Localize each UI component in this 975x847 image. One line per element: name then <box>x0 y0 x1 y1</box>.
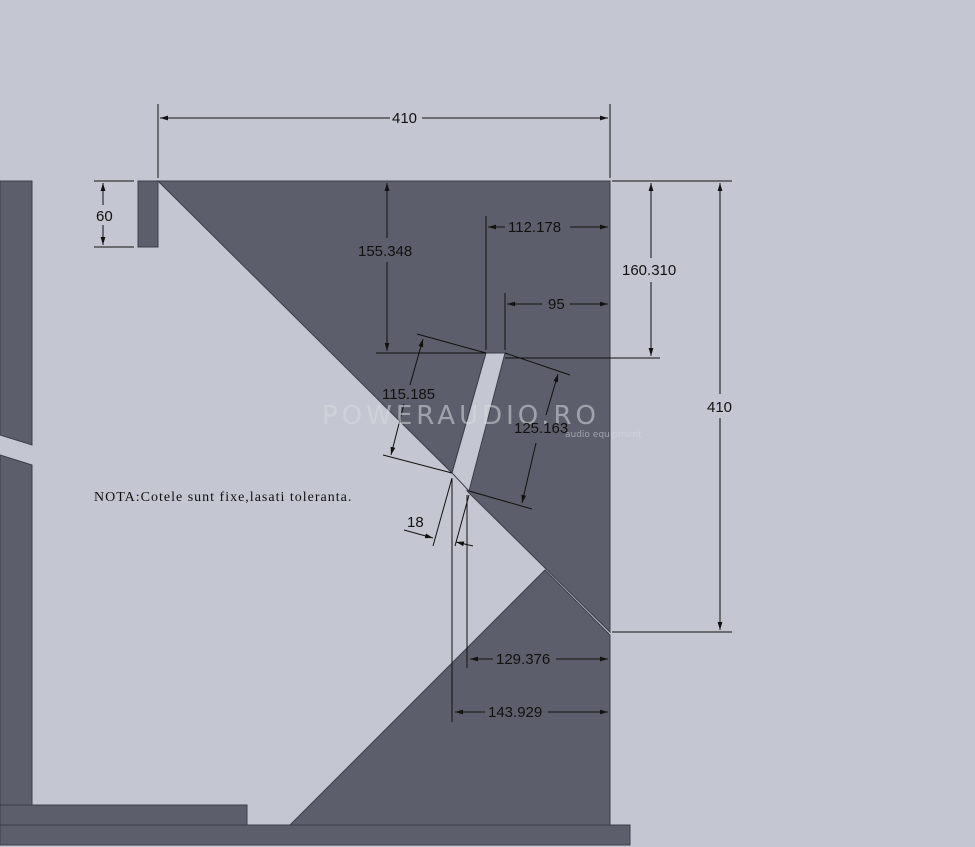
dim-right-height-2: 160.310 <box>622 262 676 279</box>
lower-triangle-part <box>288 569 611 826</box>
dim-tab-height: 60 <box>96 208 113 225</box>
dim-slant-length-right: 125.163 <box>514 420 568 437</box>
left-panel-lower <box>0 454 33 806</box>
dim-slot-offset: 95 <box>548 296 565 313</box>
base-strip-short <box>0 804 248 826</box>
dim-top-width: 410 <box>392 110 417 127</box>
drawing-note: NOTA:Cotele sunt fixe,lasati toleranta. <box>94 490 352 505</box>
dim-right-height: 410 <box>707 399 732 416</box>
part-geometry <box>0 180 631 846</box>
watermark-tagline: audio equipment <box>565 430 642 440</box>
dim-lower-offset-2: 143.929 <box>488 704 542 721</box>
dim-lower-offset-1: 129.376 <box>496 651 550 668</box>
left-panel-upper <box>0 180 33 446</box>
dim-slant-length-left: 115.185 <box>382 386 435 403</box>
dim-vertical-depth: 155.348 <box>358 243 412 260</box>
dimension-lines <box>94 104 732 722</box>
watermark: POWERAUDIO.RO audio equipment <box>322 401 642 440</box>
dim-slot-width: 18 <box>407 514 424 531</box>
dimension-labels: 410 60 155.348 112.178 95 160.310 410 11… <box>96 110 732 721</box>
top-tab <box>137 180 159 248</box>
watermark-brand: POWERAUDIO.RO <box>322 401 600 431</box>
dim-top-offset: 112.178 <box>508 219 561 236</box>
base-strip-long <box>0 824 631 846</box>
